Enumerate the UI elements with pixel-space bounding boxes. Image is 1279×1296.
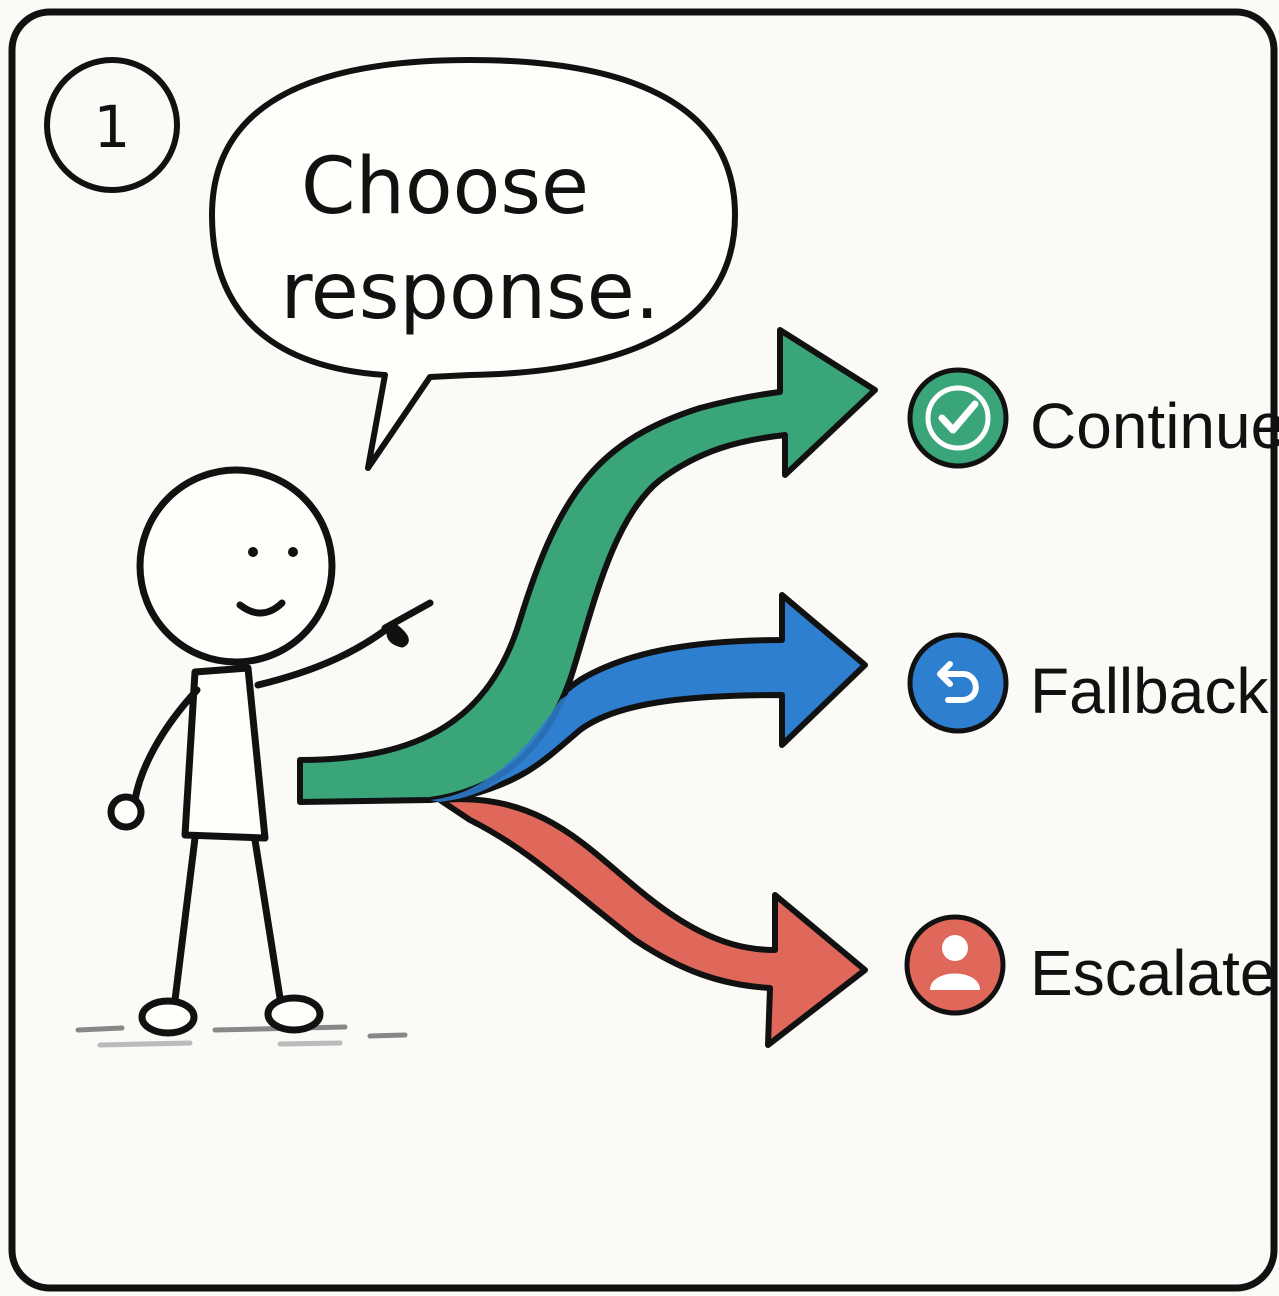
decision-arrows <box>297 327 878 1048</box>
escalate-person-icon <box>904 914 1006 1016</box>
step-badge: 1 <box>44 57 180 193</box>
escalate-label: Escalate <box>1030 937 1275 1009</box>
fallback-undo-arrow-icon <box>907 632 1009 734</box>
ground-line <box>75 1024 408 1048</box>
step-number: 1 <box>94 93 131 161</box>
figure-pointing-arm <box>254 621 396 689</box>
figure-left-arm <box>131 686 201 804</box>
fallback-label: Fallback <box>1030 655 1269 727</box>
option-escalate: Escalate <box>904 914 1275 1016</box>
speech-line-1: Choose <box>301 142 589 232</box>
speech-bubble: Choose response. <box>209 57 738 471</box>
stick-figure <box>107 466 434 1037</box>
escalate-arrow <box>437 796 868 1048</box>
continue-label: Continue <box>1030 390 1279 462</box>
option-continue: Continue <box>907 367 1279 469</box>
option-fallback: Fallback <box>907 632 1269 734</box>
figure-body <box>181 664 269 842</box>
figure-left-leg <box>171 834 199 1004</box>
figure-right-leg <box>251 836 284 1002</box>
figure-head <box>136 466 336 666</box>
continue-arrow <box>297 327 878 805</box>
speech-line-2: response. <box>280 247 659 337</box>
